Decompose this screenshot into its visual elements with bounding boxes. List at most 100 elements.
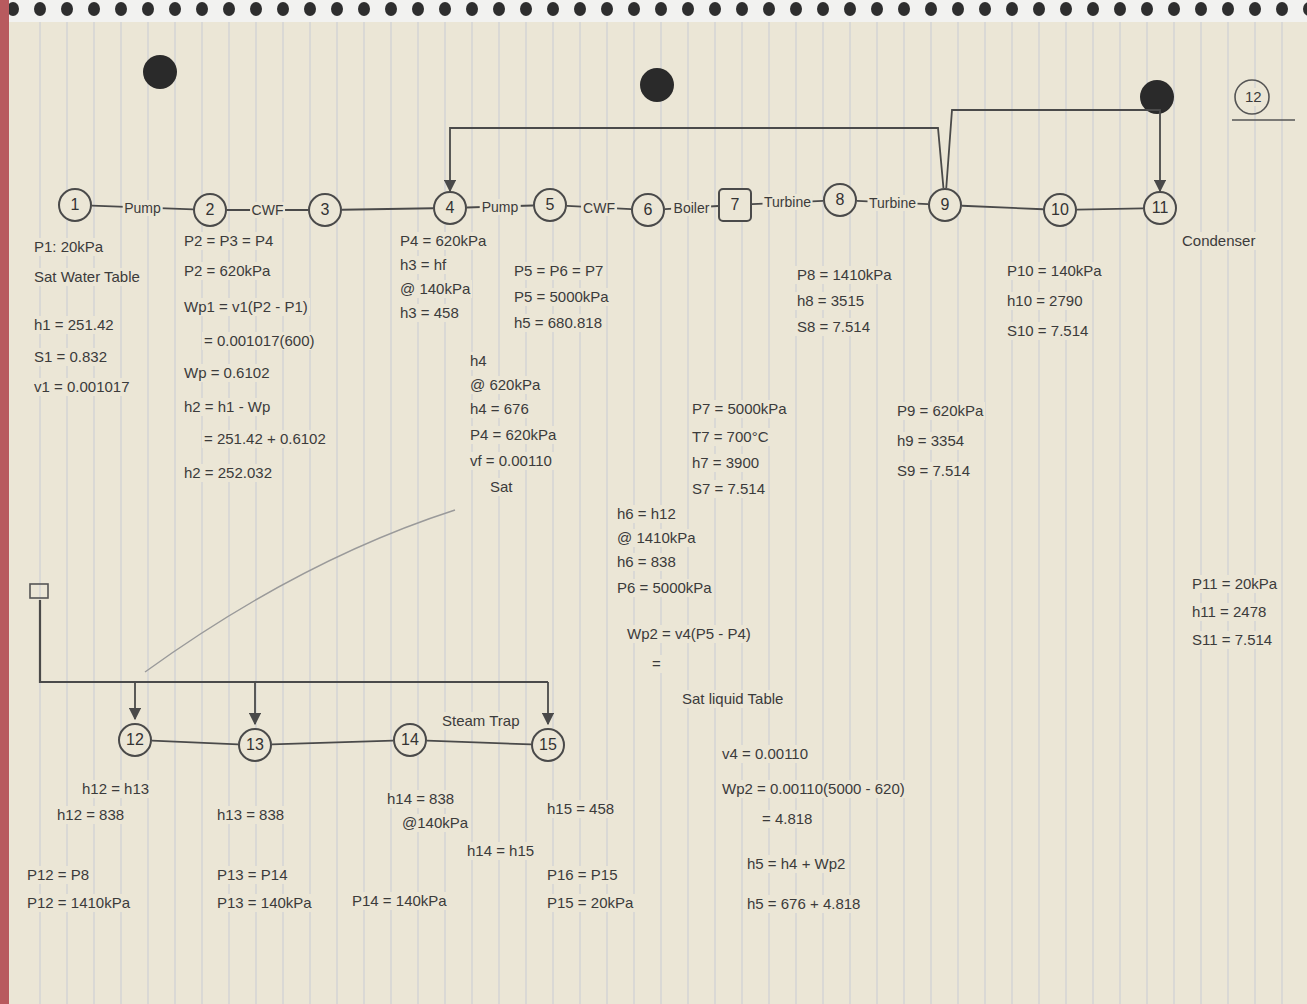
calc-note: Sat Water Table [32,268,142,286]
calc-note: @ 620kPa [468,376,542,394]
drain-drop [547,682,549,724]
drain-drop [254,682,256,724]
process-label: Boiler [672,200,712,216]
calc-note: h13 = 838 [215,806,286,824]
calc-note: Wp2 = v4(P5 - P4) [625,625,753,643]
calc-note: P11 = 20kPa [1190,575,1279,593]
calc-note: P16 = P15 [545,866,619,884]
calc-note: v1 = 0.001017 [32,378,132,396]
state-circle: 11 [1143,191,1177,225]
process-label: CWF [581,200,617,216]
calc-note: S11 = 7.514 [1190,631,1274,649]
drain-drop [134,682,136,719]
process-line [962,206,1043,210]
calc-note: P10 = 140kPa [1005,262,1104,280]
process-line [152,741,238,745]
punch-hole [1140,80,1174,114]
calc-note: h6 = 838 [615,553,678,571]
state-circle: 13 [238,728,272,762]
calc-note: P2 = P3 = P4 [182,232,275,250]
calc-note: h1 = 251.42 [32,316,116,334]
calc-note: @ 1410kPa [615,529,698,547]
drain-bracket [40,600,548,682]
state-circle: 5 [533,188,567,222]
sketch-mark [30,584,48,598]
calc-note: h5 = 676 + 4.818 [745,895,862,913]
process-label: Pump [480,199,521,215]
calc-note: P5 = 5000kPa [512,288,611,306]
punch-hole [640,68,674,102]
calc-note: h5 = 680.818 [512,314,604,332]
calc-note: S9 = 7.514 [895,462,972,480]
spiral-strip [0,0,1307,22]
state-circle: 15 [531,728,565,762]
state-circle: 3 [308,193,342,227]
state-number: 12 [126,731,144,749]
calc-note: h11 = 2478 [1190,603,1268,621]
calc-note: = [650,655,663,673]
extraction-line [946,110,1160,191]
calc-note: Steam Trap [440,712,522,730]
state-number: 3 [321,201,330,219]
calc-note: = 251.42 + 0.6102 [202,430,328,448]
state-number: 15 [539,736,557,754]
calc-note: h9 = 3354 [895,432,966,450]
state-number: 8 [836,191,845,209]
state-circle: 4 [433,191,467,225]
calc-note: h14 = 838 [385,790,456,808]
calc-note: P9 = 620kPa [895,402,985,420]
page-number-underline [1232,119,1295,121]
calc-note: h7 = 3900 [690,454,761,472]
calc-note: h12 = 838 [55,806,126,824]
calc-note: S10 = 7.514 [1005,322,1090,340]
state-number: 9 [941,196,950,214]
calc-note: @ 140kPa [398,280,472,298]
state-number: 6 [644,201,653,219]
calc-note: Wp2 = 0.00110(5000 - 620) [720,780,907,798]
page-edge [0,0,9,1004]
process-label: Turbine [867,195,918,211]
state-number: 2 [206,201,215,219]
calc-note: h10 = 2790 [1005,292,1085,310]
state-number: 1 [71,196,80,214]
process-label: Turbine [762,194,813,210]
calc-note: @140kPa [400,814,470,832]
process-line [342,208,433,209]
state-number: 4 [446,199,455,217]
calc-note: P7 = 5000kPa [690,400,789,418]
spiral-binding [0,0,1307,20]
process-label: Pump [122,200,163,216]
state-circle: 6 [631,193,665,227]
calc-note: h4 = 676 [468,400,531,418]
ruled-lines [20,22,1307,1004]
state-number: 10 [1051,201,1069,219]
state-number: 13 [246,736,264,754]
calc-note: h14 = h15 [465,842,536,860]
state-number: 5 [546,196,555,214]
calc-note: vf = 0.00110 [468,452,554,470]
state-circle: 14 [393,723,427,757]
state-box: 7 [718,188,752,222]
calc-note: h2 = 252.032 [182,464,274,482]
process-line [427,741,531,745]
calc-note: h8 = 3515 [795,292,866,310]
state-circle: 9 [928,188,962,222]
calc-note: Condenser [1180,232,1257,250]
calc-note: S1 = 0.832 [32,348,109,366]
calc-note: P5 = P6 = P7 [512,262,605,280]
state-number: 14 [401,731,419,749]
calc-note: P1: 20kPa [32,238,105,256]
process-line [272,741,393,745]
state-circle: 2 [193,193,227,227]
calc-note: = 4.818 [760,810,814,828]
process-label: CWF [250,202,286,218]
calc-note: h6 = h12 [615,505,678,523]
state-circle: 10 [1043,193,1077,227]
punch-hole [143,55,177,89]
calc-note: T7 = 700°C [690,428,770,446]
calc-note: S7 = 7.514 [690,480,767,498]
